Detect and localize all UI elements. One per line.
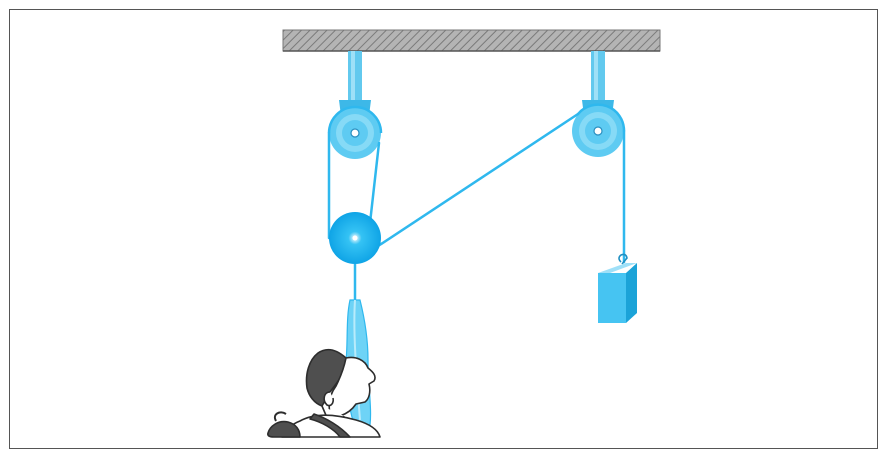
weight-front-face [598, 273, 626, 323]
ceiling-beam [282, 29, 661, 52]
movable-pulley [329, 212, 381, 300]
weight-side-face [626, 263, 637, 323]
rope-system [327, 103, 626, 264]
rope-left-inner [368, 141, 381, 225]
left-pulley-axle [350, 128, 360, 138]
left-fixed-pulley [329, 51, 381, 159]
person-hair [305, 348, 347, 407]
backpack-handle [274, 411, 287, 422]
person-with-backpack [267, 348, 381, 438]
weight-top-face [598, 263, 637, 273]
rope-diagonal [364, 112, 580, 256]
right-pulley-axle [593, 126, 603, 136]
rope-over-right-pulley [576, 103, 626, 133]
hanging-weight [598, 253, 637, 323]
figure-frame [9, 9, 878, 449]
weight-hook [618, 253, 628, 265]
right-fixed-pulley [572, 51, 624, 157]
backpack [267, 420, 301, 438]
backpack-strap [309, 413, 351, 438]
rope-over-left-pulley [327, 105, 383, 134]
person-face [328, 356, 376, 417]
person-ear [323, 391, 334, 407]
